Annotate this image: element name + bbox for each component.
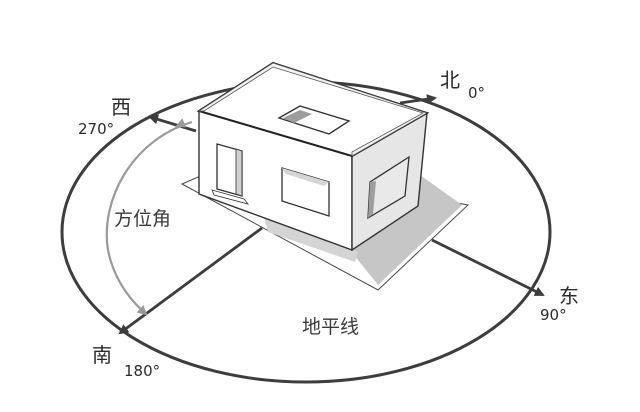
azimuth-label: 方位角 [114,208,172,230]
house-window-right [367,155,410,220]
house-window-right-reveal [368,181,376,218]
arrow-to-west [148,114,197,133]
roof-parapet [197,62,428,157]
west-label: 西 [111,95,131,119]
east-degree: 90° [540,306,567,324]
south-label: 南 [92,343,112,367]
arrow-to-north [399,94,437,105]
horizon-label: 地平线 [302,316,360,338]
house-shadow [350,175,462,285]
north-degree: 0° [468,84,486,102]
roof-skylight-inner [283,110,312,123]
east-label: 东 [559,284,579,308]
azimuth-arc [105,120,193,316]
west-degree: 270° [78,120,115,138]
north-label: 北 [440,68,460,92]
arrow-to-south [118,226,263,335]
house-window-left-reveal [282,168,329,186]
door-step [211,189,250,205]
south-degree: 180° [124,362,161,380]
arrow-to-east [431,238,545,297]
house-door-jamb [235,148,243,197]
azimuth-arc-start-arrow [175,118,187,128]
